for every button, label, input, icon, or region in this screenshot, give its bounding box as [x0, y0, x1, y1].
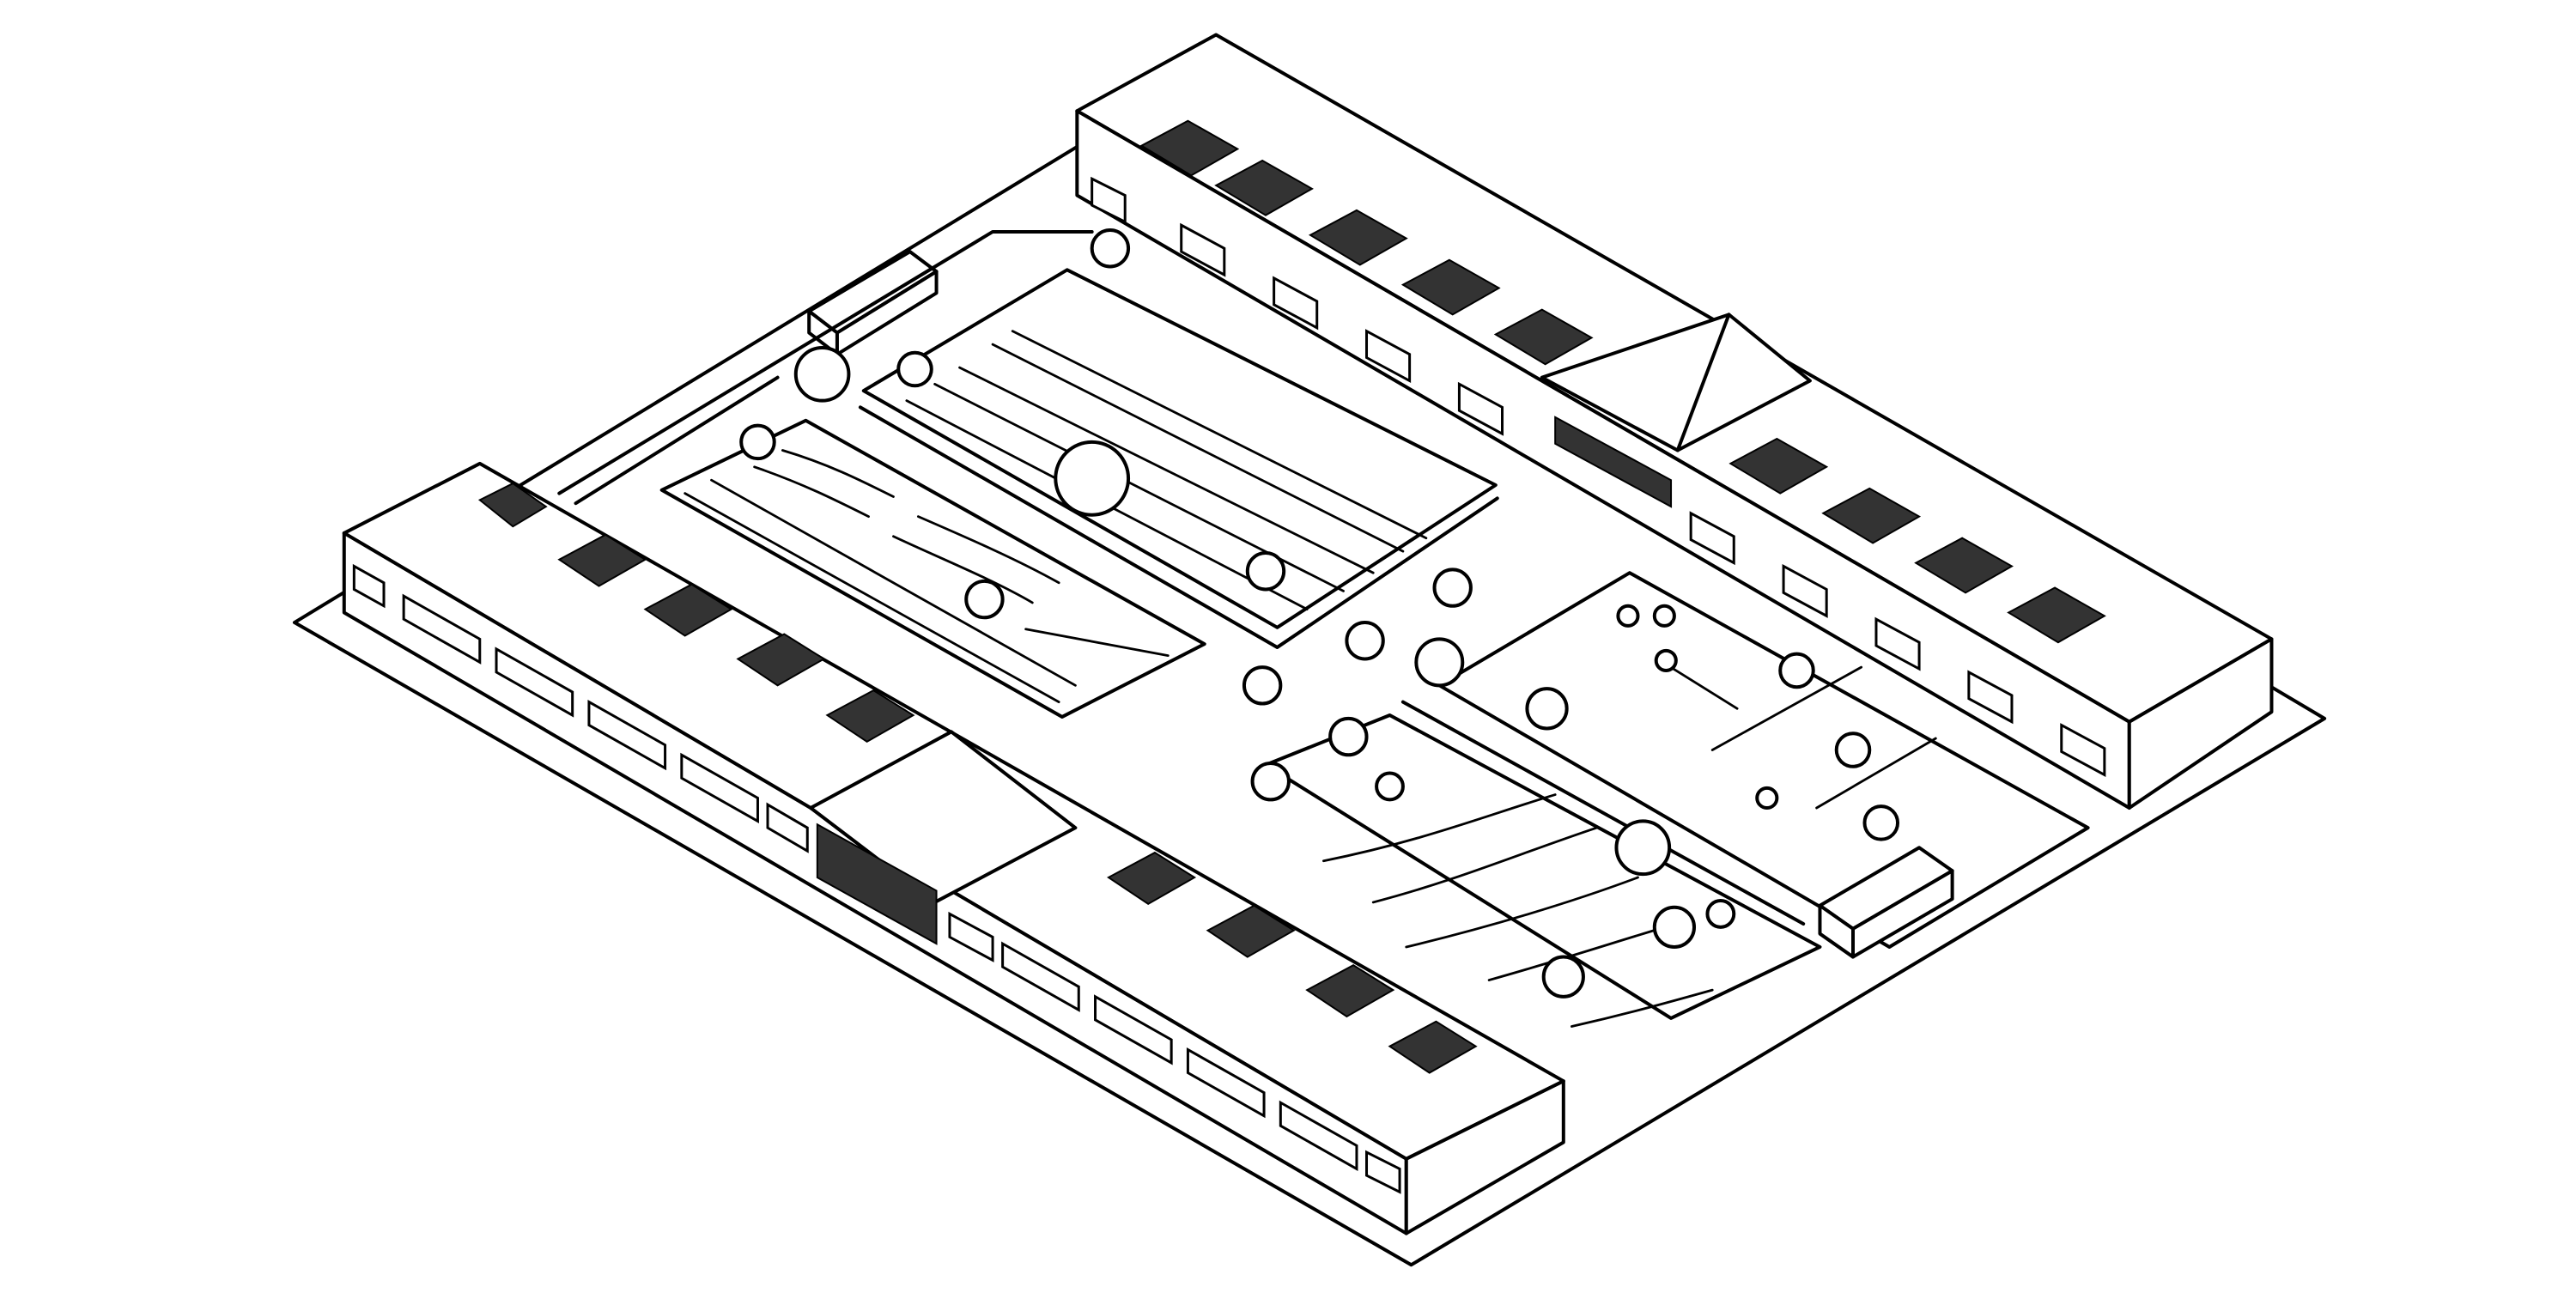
trees	[741, 230, 1898, 997]
strip-building-top-left	[559, 232, 1091, 503]
site-ground-plane	[295, 61, 2324, 1265]
building-south-west	[344, 464, 1564, 1234]
court-upper	[860, 270, 1498, 647]
small-building-east	[1820, 847, 1952, 956]
building-north-east	[1077, 34, 2271, 808]
